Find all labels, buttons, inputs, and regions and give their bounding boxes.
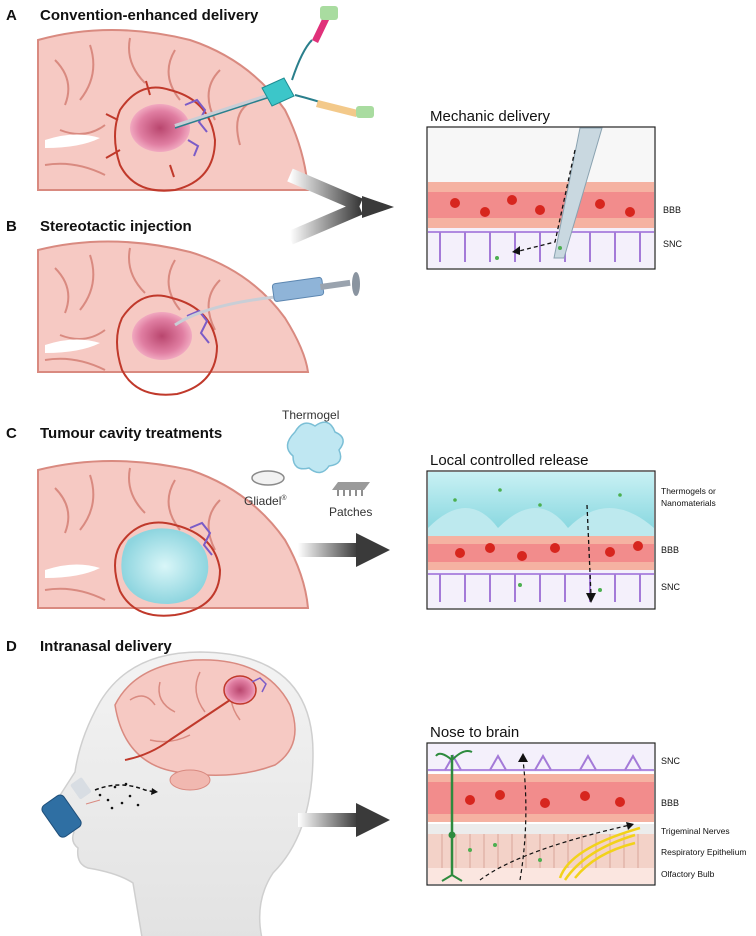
nose-trigeminal-label: Trigeminal Nerves: [661, 826, 730, 836]
nose-epithelium-label: Respiratory Epithelium: [661, 847, 747, 857]
section-letter-d: D: [6, 638, 17, 655]
gliadel-label: Gliadel®: [244, 494, 287, 508]
spray-particles: [94, 782, 158, 810]
section-title-a: Convention-enhanced delivery: [40, 7, 259, 24]
section-letter-a: A: [6, 7, 17, 24]
local-release-title: Local controlled release: [430, 452, 589, 469]
section-title-b: Stereotactic injection: [40, 218, 192, 235]
arrow-d: [298, 803, 390, 837]
mechanic-delivery-panel: [426, 126, 656, 270]
nose-snc-label: SNC: [661, 756, 681, 766]
gliadel-wafer-icon: [251, 470, 285, 486]
local-nanomaterials-label: Nanomaterials: [661, 498, 716, 508]
patches-icon: [332, 482, 370, 496]
nose-to-brain-panel: [426, 742, 656, 886]
brain-illustration-c: [37, 460, 310, 617]
nose-bbb-label: BBB: [661, 798, 680, 808]
local-bbb-label: BBB: [661, 545, 680, 555]
mechanic-rbc-set: [450, 195, 635, 260]
syringe-device: [174, 272, 360, 327]
section-title-d: Intranasal delivery: [40, 638, 172, 655]
nose-olfactory-label: Olfactory Bulb: [661, 869, 715, 879]
section-letter-c: C: [6, 425, 17, 442]
thermogel-icon: [286, 421, 344, 474]
local-release-panel: [426, 470, 656, 610]
brain-illustration-b: [37, 240, 310, 396]
mechanic-bbb-label: BBB: [663, 205, 682, 215]
mechanic-snc-label: SNC: [663, 239, 683, 249]
nasal-spray-icon: [41, 777, 92, 838]
nose-rbc-set: [465, 790, 625, 862]
section-letter-b: B: [6, 218, 17, 235]
arrow-c: [298, 533, 390, 567]
local-rbc-set: [453, 488, 643, 592]
catheter-device: [174, 6, 374, 129]
section-title-c: Tumour cavity treatments: [40, 425, 223, 442]
nose-to-brain-title: Nose to brain: [430, 724, 520, 741]
local-snc-label: SNC: [661, 582, 681, 592]
local-thermogels-label: Thermogels or: [661, 486, 716, 496]
patches-label: Patches: [329, 505, 373, 519]
mechanic-delivery-title: Mechanic delivery: [430, 108, 551, 125]
thermogel-label: Thermogel: [282, 408, 340, 422]
head-illustration: [54, 651, 314, 936]
brain-illustration-a: [37, 29, 310, 192]
merge-arrow-ab: [287, 168, 394, 245]
